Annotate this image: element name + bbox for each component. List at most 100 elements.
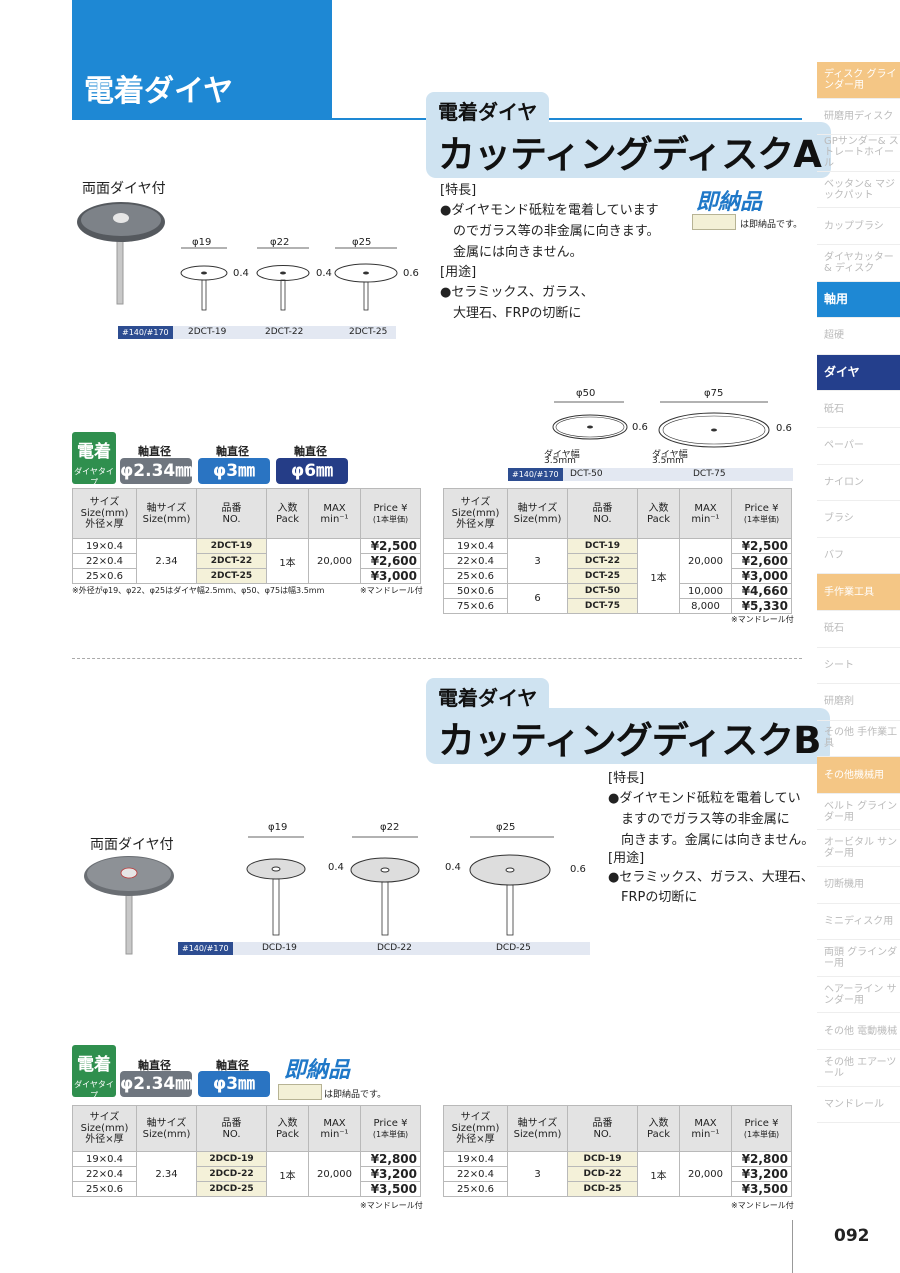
code-label: 2DCT-25 [349, 327, 388, 337]
side-index-item[interactable]: 手作業工具 [817, 574, 900, 611]
side-index-item[interactable]: ペーパー [817, 428, 900, 465]
use-line: FRPの切断に [608, 890, 698, 905]
feature-line: 向きます。金属には向きません。 [608, 833, 815, 848]
product-b-double-sided: 両面ダイヤ付 [90, 837, 174, 853]
stock-note-b: は即納品です。 [324, 1090, 387, 1100]
shaft-label: 軸直径 [138, 445, 171, 458]
side-index-item[interactable]: ディスク グラインダー用 [817, 62, 900, 99]
side-index-item[interactable]: その他機械用 [817, 757, 900, 794]
features-heading-a: [特長] [440, 183, 477, 198]
stock-badge-a: 即納品 [696, 190, 763, 215]
side-index-item[interactable]: その他 電動機械 [817, 1013, 900, 1051]
uses-heading-b: [用途] [608, 851, 645, 866]
table-row: 50×0.6 6 DCT-50 10,000 ¥4,660 [443, 583, 792, 614]
side-index-item[interactable]: その他 手作業工具 [817, 721, 900, 758]
code-label: DCT-50 [570, 469, 603, 479]
side-index-item[interactable]: 研磨剤 [817, 684, 900, 721]
side-index-item[interactable]: ベッタン& マジックパット [817, 172, 900, 209]
grit-tag-a2: #140/#170 [508, 468, 563, 481]
dim-dia-75: φ75 [704, 388, 724, 399]
table-note-a-left: ※外径がφ19、φ22、φ25はダイヤ幅2.5mm、φ50、φ75は幅3.5mm [72, 586, 325, 595]
width-value-50: 3.5mm [544, 456, 576, 466]
side-index-item[interactable]: 砥石 [817, 611, 900, 648]
shaft-chip-3: φ3㎜ [198, 1071, 270, 1097]
table-row: 22×0.4 DCD-22 ¥3,200 [443, 1166, 792, 1182]
width-label-75: ダイヤ幅 [652, 450, 688, 460]
disc-dct-50 [552, 401, 628, 440]
width-value-75: 3.5mm [652, 456, 684, 466]
uses-heading-a: [用途] [440, 265, 477, 280]
shaft-label: 軸直径 [138, 1059, 171, 1072]
side-index-item[interactable]: 砥石 [817, 391, 900, 428]
side-index-item[interactable]: 研磨用ディスク [817, 99, 900, 136]
dim-thick-19: 0.4 [233, 268, 249, 279]
shaft-label: 軸直径 [294, 445, 327, 458]
dim-dia-19: φ19 [192, 237, 212, 248]
electroplated-chip-b: 電着 ダイヤタイプ [72, 1045, 116, 1100]
disc-dcd-25 [469, 836, 554, 936]
page-rule [792, 1220, 793, 1273]
side-index-item[interactable]: ベルト グラインダー用 [817, 794, 900, 831]
side-index-item[interactable]: GPサンダー& ストレートホイール [817, 135, 900, 172]
feature-line: ●ダイヤモンド砥粒を電着しています [440, 203, 659, 218]
feature-line: のでガラス等の非金属に向きます。 [440, 224, 660, 239]
side-index-item[interactable]: その他 エアーツール [817, 1050, 900, 1087]
dim-thick-75: 0.6 [776, 423, 792, 434]
side-index-item[interactable]: ダイヤ [817, 354, 900, 392]
table-row: 22×0.4 DCT-22 ¥2,600 [443, 553, 792, 569]
table-row: 19×0.4 3 DCT-19 1本 20,000 ¥2,500 [443, 538, 792, 614]
shaft-chip-6: φ6㎜ [276, 458, 348, 484]
elec-small: ダイヤタイプ [74, 467, 114, 487]
stock-swatch-b [278, 1084, 322, 1100]
dim-thick-50: 0.6 [632, 422, 648, 433]
electroplated-chip-a: 電着 ダイヤタイプ [72, 432, 116, 487]
code-bar-b [178, 942, 590, 955]
disc-2dct-19 [180, 247, 228, 311]
dim-dia-25: φ25 [496, 822, 516, 833]
dim-dia-22: φ22 [380, 822, 400, 833]
table-row: 22×0.4 2DCT-22 ¥2,600 [72, 553, 421, 569]
elec-big: 電着 [77, 1055, 111, 1075]
side-index-item[interactable]: ダイヤカッター& ディスク [817, 245, 900, 282]
side-index-item[interactable]: 軸用 [817, 281, 900, 319]
side-index-item[interactable]: 切断機用 [817, 867, 900, 904]
side-index-item[interactable]: マンドレール [817, 1087, 900, 1124]
feature-line: ●ダイヤモンド砥粒を電着してい [608, 791, 801, 806]
grit-tag-b: #140/#170 [178, 942, 233, 955]
table-row: 25×0.6 DCD-25 ¥3,500 [443, 1181, 792, 1197]
code-label: DCT-75 [693, 469, 726, 479]
code-label: 2DCT-22 [265, 327, 304, 337]
code-label: 2DCT-19 [188, 327, 227, 337]
side-index-item[interactable]: バフ [817, 538, 900, 575]
product-a-double-sided: 両面ダイヤ付 [82, 181, 166, 197]
dim-dia-22: φ22 [270, 237, 290, 248]
side-index-item[interactable]: ヘアーライン サンダー用 [817, 977, 900, 1014]
product-b-photo [84, 856, 174, 955]
side-index-item[interactable]: ミニディスク用 [817, 904, 900, 941]
table-row: 19×0.4 3 DCD-19 1本 20,000 ¥2,800 [443, 1151, 792, 1197]
table-row: 75×0.6 DCT-75 8,000 ¥5,330 [443, 598, 792, 614]
code-label: DCD-25 [496, 943, 531, 953]
side-index-item[interactable]: カップブラシ [817, 208, 900, 245]
dim-thick-22: 0.4 [445, 862, 461, 873]
dim-dia-25: φ25 [352, 237, 372, 248]
side-index-item[interactable]: ブラシ [817, 501, 900, 538]
table-row: 25×0.6 2DCD-25 ¥3,500 [72, 1181, 421, 1197]
table-note-b-left: ※マンドレール付 [360, 1201, 423, 1210]
product-a-photo [77, 202, 165, 305]
code-label: DCD-22 [377, 943, 412, 953]
side-index-item[interactable]: オービタル サンダー用 [817, 830, 900, 868]
side-index-item[interactable]: シート [817, 648, 900, 685]
table-row: 22×0.4 2DCD-22 ¥3,200 [72, 1166, 421, 1182]
side-index-item[interactable]: 両頭 グラインダー用 [817, 940, 900, 977]
category-title: 電着ダイヤ [84, 74, 234, 109]
side-index-item[interactable]: 超硬 [817, 318, 900, 355]
page-number: 092 [834, 1226, 870, 1246]
side-index-item[interactable]: ナイロン [817, 465, 900, 502]
use-line: ●セラミックス、ガラス、大理石、 [608, 870, 814, 885]
section-divider [72, 658, 802, 659]
product-b-title: カッティングディスクB [426, 708, 831, 764]
